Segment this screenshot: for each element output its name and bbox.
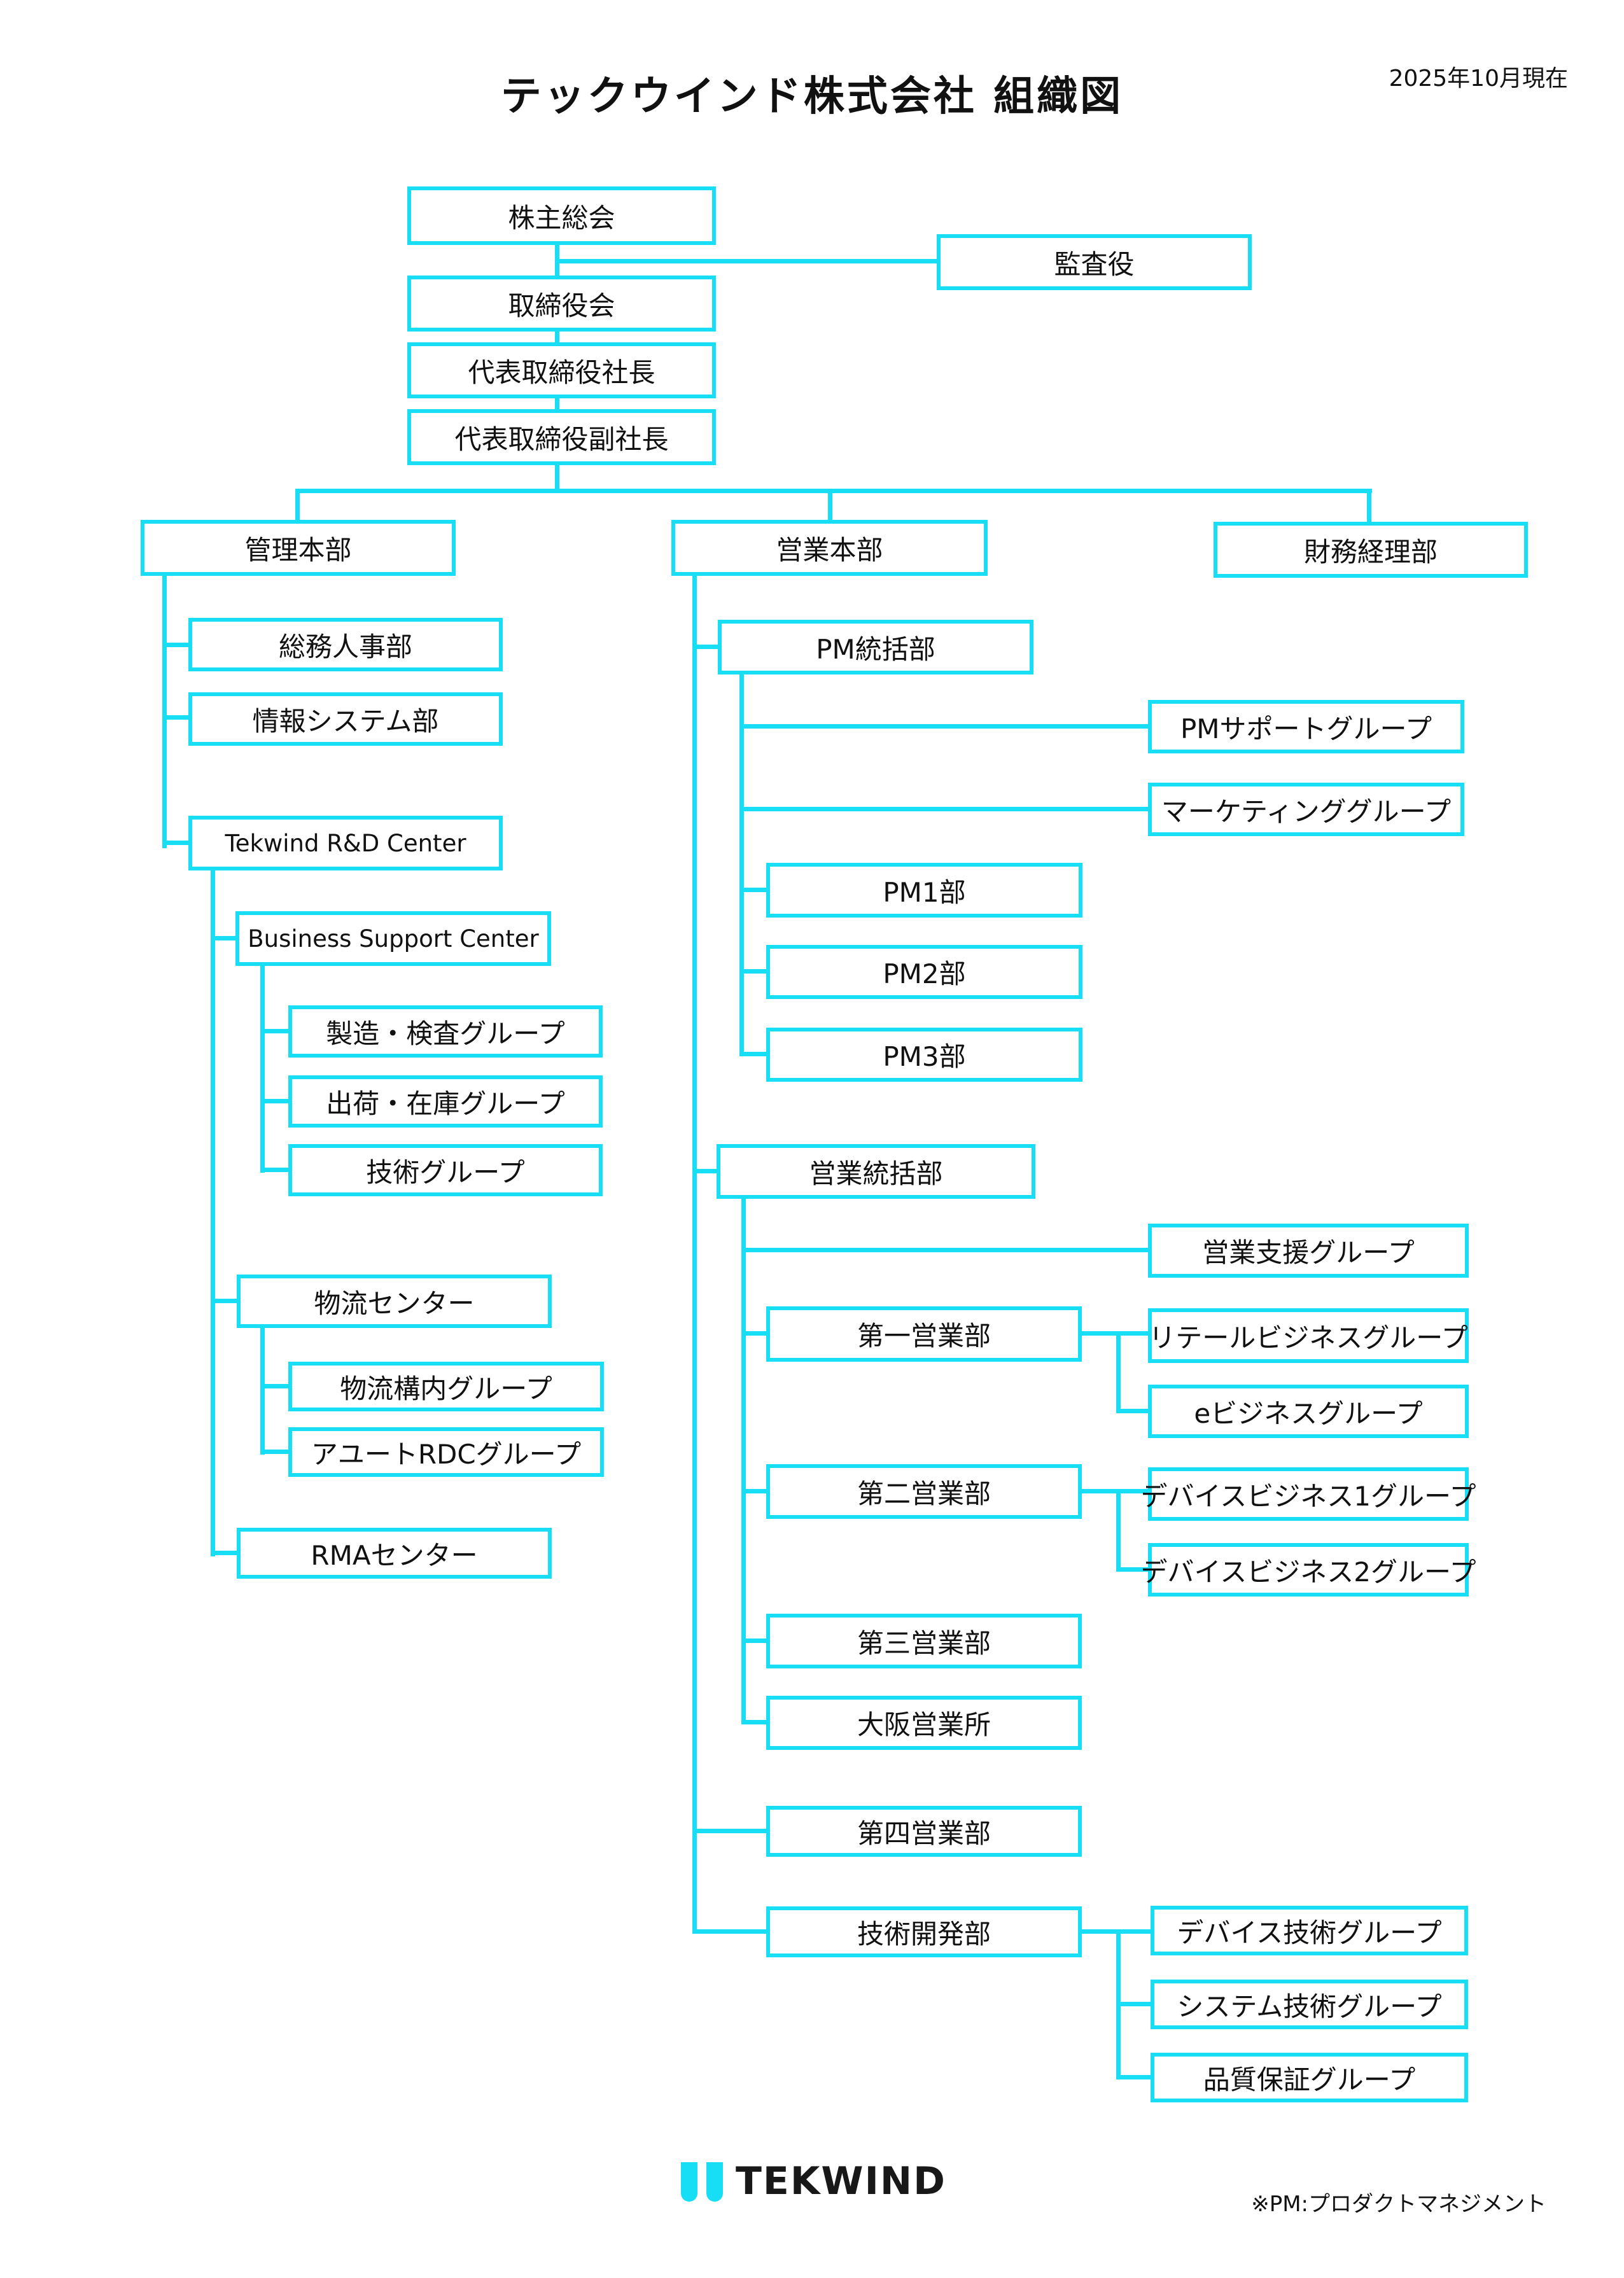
connector [162,841,191,845]
org-node-shareholders: 株主総会 [407,186,716,245]
connector [555,259,939,263]
connector [260,1328,265,1455]
date-note: 2025年10月現在 [1389,66,1568,92]
connector [260,1099,291,1103]
page-title: テックウインド株式会社 組織図 [500,73,1124,120]
org-node-board: 取締役会 [407,276,716,332]
org-node-pm-support: PMサポートグループ [1148,700,1464,753]
org-node-mfg-inspection: 製造・検査グループ [288,1005,603,1058]
connector [211,936,238,940]
connector [739,674,744,1055]
connector [739,888,769,892]
org-node-rd-center: Tekwind R&D Center [188,816,503,870]
tekwind-logo: TEKWIND [681,2162,946,2202]
connector [1116,1409,1151,1413]
org-node-device-biz1: デバイスビジネス1グループ [1141,1467,1476,1521]
org-node-finance-dept: 財務経理部 [1214,522,1528,578]
org-node-pm3: PM3部 [766,1028,1082,1082]
connector [739,969,769,974]
org-node-sales2: 第二営業部 [766,1464,1082,1519]
org-node-vice-president: 代表取締役副社長 [407,409,716,465]
connector [1116,2075,1153,2079]
org-node-sales-hq: 営業本部 [671,520,988,576]
connector [1116,1333,1121,1412]
org-node-sales-control: 営業統括部 [717,1144,1035,1199]
connector [162,576,167,848]
connector [739,724,1151,729]
connector [1116,1567,1151,1572]
connector [211,1299,239,1303]
logo-text: TEKWIND [736,2159,946,2204]
connector [741,1248,1151,1252]
connector [741,1199,746,1724]
connector [295,489,300,520]
connector [260,1168,291,1172]
connector [211,870,215,1556]
org-node-device-biz2: デバイスビジネス2グループ [1141,1543,1476,1597]
org-node-info-systems: 情報システム部 [188,692,503,746]
org-node-president: 代表取締役社長 [407,342,716,398]
org-node-shipping-inventory: 出荷・在庫グループ [288,1075,603,1128]
connector [555,398,559,411]
org-node-marketing: マーケティンググループ [1148,783,1464,836]
org-node-general-affairs: 総務人事部 [188,618,503,671]
logo-bar-icon [681,2162,697,2202]
connector [295,489,1372,493]
org-node-pm1: PM1部 [766,863,1082,918]
org-node-auditor: 監査役 [937,234,1252,290]
connector [692,1829,769,1833]
connector [741,1720,769,1724]
org-node-logistics-center: 物流センター [237,1275,552,1328]
connector [1116,1491,1121,1570]
logo-bar-icon [706,2162,723,2202]
connector [692,1169,719,1173]
connector [741,1489,769,1493]
org-node-sales1: 第一営業部 [766,1306,1082,1362]
connector [739,1052,769,1056]
org-node-device-tech: デバイス技術グループ [1151,1906,1468,1955]
org-node-bsc: Business Support Center [235,911,551,966]
connector [260,1384,291,1388]
org-node-e-biz: eビジネスグループ [1148,1385,1469,1438]
org-node-logistics-yard: 物流構内グループ [288,1362,604,1411]
pm-footnote: ※PM:プロダクトマネジメント [1251,2191,1546,2217]
org-node-retail-biz: リテールビジネスグループ [1148,1308,1469,1363]
connector [260,966,265,1173]
org-node-system-tech: システム技術グループ [1151,1980,1468,2029]
connector [1367,489,1371,522]
connector [555,465,559,492]
org-node-pm-division: PM統括部 [718,620,1033,674]
connector [555,332,559,344]
connector [741,1331,769,1336]
connector [1116,2002,1153,2006]
connector [162,715,191,720]
connector [211,1551,239,1555]
org-node-sales3: 第三営業部 [766,1614,1082,1668]
org-node-sales-support: 営業支援グループ [1148,1224,1469,1278]
connector [692,1929,769,1934]
org-node-tech-group: 技術グループ [288,1144,603,1196]
org-node-osaka-office: 大阪営業所 [766,1696,1082,1750]
connector [260,1029,291,1033]
connector [828,489,832,520]
org-node-sales4: 第四営業部 [766,1806,1082,1857]
org-node-rma-center: RMAセンター [237,1528,552,1579]
org-node-ayuto-rdc: アユートRDCグループ [288,1427,604,1477]
org-node-qa-group: 品質保証グループ [1151,2053,1468,2102]
org-node-pm2: PM2部 [766,945,1082,999]
connector [692,576,697,1934]
connector [692,645,720,649]
connector [741,1639,769,1643]
connector [739,807,1151,811]
connector [260,1450,291,1454]
org-node-admin-hq: 管理本部 [141,520,456,576]
connector [162,643,191,647]
org-node-tech-dev: 技術開発部 [766,1906,1082,1957]
